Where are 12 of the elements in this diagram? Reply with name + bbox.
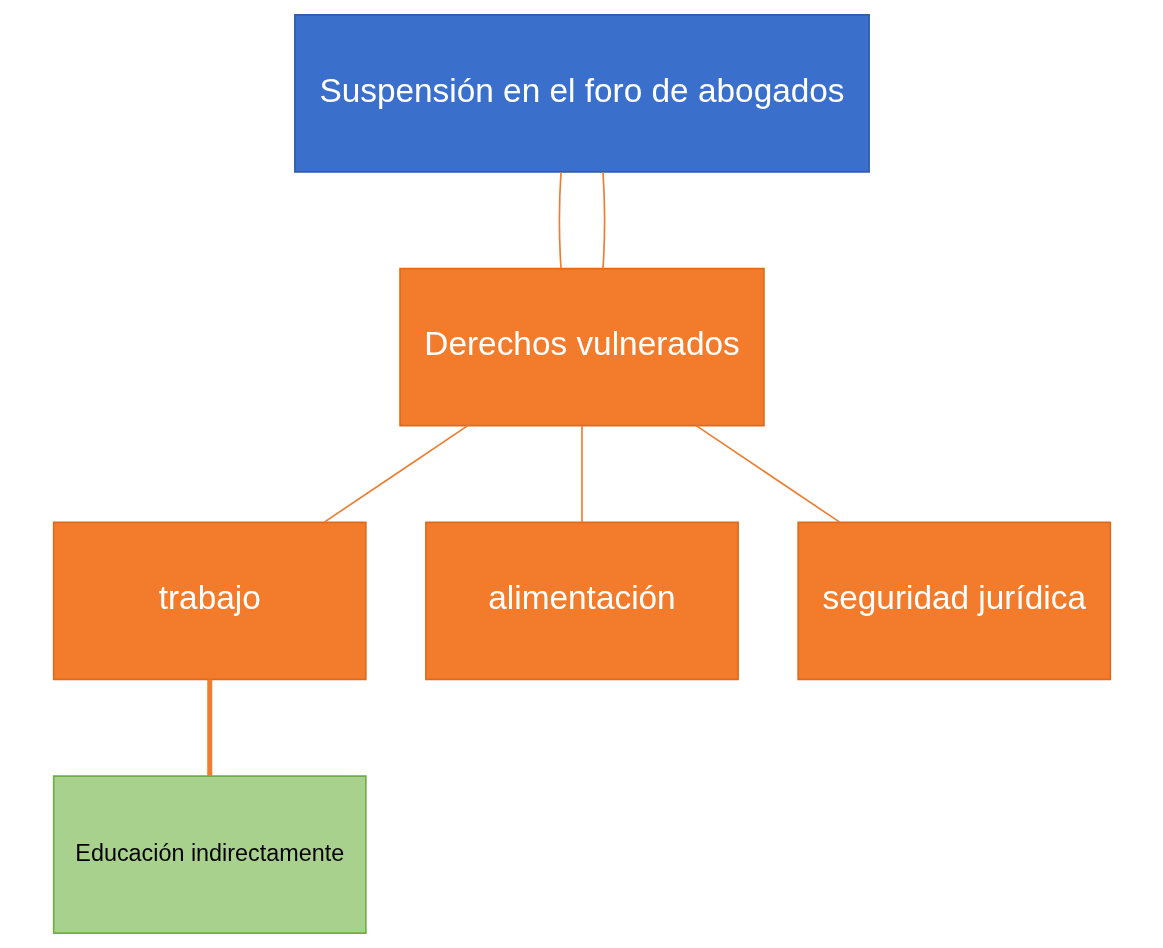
node-box: trabajo	[52, 521, 367, 681]
connector	[580, 425, 583, 524]
connector	[601, 171, 605, 270]
node-box: alimentación	[424, 521, 739, 681]
node-box: seguridad jurídica	[796, 521, 1111, 681]
node-box: Derechos vulnerados	[398, 267, 765, 427]
connector	[694, 424, 840, 523]
connector	[206, 679, 212, 776]
connector	[323, 424, 469, 523]
connector	[558, 171, 562, 270]
node-box: Suspensión en el foro de abogados	[293, 14, 870, 173]
node-box: Educación indirectamente	[52, 775, 367, 934]
